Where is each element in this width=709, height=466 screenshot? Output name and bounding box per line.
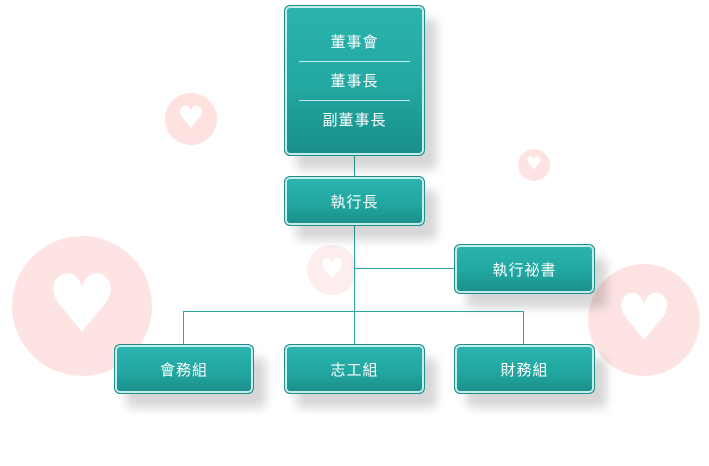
connector-board-ceo [354, 156, 355, 176]
group-label-finance: 財務組 [500, 360, 549, 379]
group-label-membership: 會務組 [159, 360, 208, 379]
ceo-label: 執行長 [330, 192, 379, 211]
connector-groups-horizontal [183, 311, 524, 312]
board-divider [299, 60, 410, 62]
chairman-label: 董事長 [330, 72, 379, 90]
heart-icon: ♥ [525, 153, 543, 175]
vice-chairman-label: 副董事長 [322, 111, 387, 129]
connector-group-right [523, 311, 524, 344]
connector-ceo-trunk [354, 226, 355, 344]
group-label-volunteer: 志工組 [330, 360, 379, 379]
group-box-volunteer: 志工組 [284, 344, 425, 394]
heart-decoration-small-left: ♥ [165, 93, 217, 145]
heart-icon: ♥ [177, 100, 205, 136]
group-box-finance: 財務組 [454, 344, 595, 394]
group-box-membership: 會務組 [114, 344, 254, 394]
secretary-label: 執行祕書 [492, 260, 557, 279]
connector-group-left [183, 311, 184, 344]
heart-icon: ♥ [319, 252, 345, 286]
heart-icon: ♥ [615, 281, 673, 356]
heart-decoration-large-left: ♥ [12, 236, 152, 376]
heart-decoration-center: ♥ [307, 245, 357, 295]
heart-decoration-large-right: ♥ [588, 264, 700, 376]
board-box: 董事會 董事長 副董事長 [284, 5, 425, 156]
board-divider [299, 99, 410, 101]
board-of-directors-label: 董事會 [330, 33, 379, 51]
heart-icon: ♥ [46, 257, 118, 351]
ceo-box: 執行長 [284, 176, 425, 226]
connector-secretary [354, 268, 456, 269]
heart-decoration-tiny-right: ♥ [518, 149, 550, 181]
secretary-box: 執行祕書 [454, 244, 595, 294]
